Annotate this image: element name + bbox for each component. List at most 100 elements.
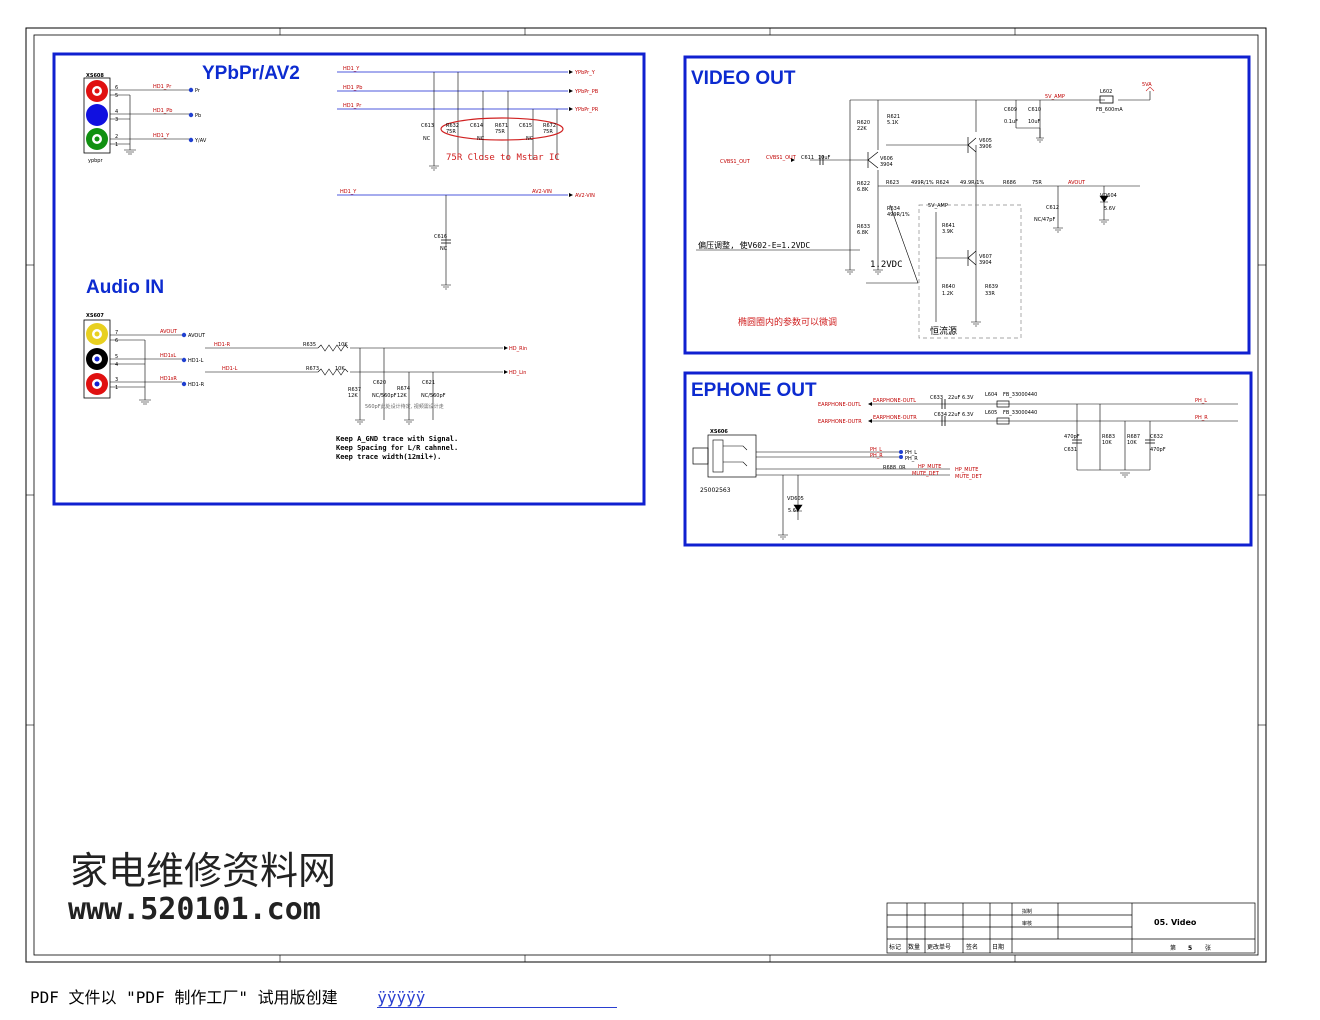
svg-text:6.8K: 6.8K [857, 187, 869, 193]
svg-text:NC: NC [477, 136, 485, 142]
svg-text:HD1_Y: HD1_Y [343, 66, 360, 72]
svg-text:L602: L602 [1100, 89, 1112, 95]
svg-text:22K: 22K [857, 126, 867, 132]
svg-text:L604: L604 [985, 392, 997, 398]
svg-text:C620: C620 [373, 380, 386, 386]
svg-text:3904: 3904 [979, 260, 992, 266]
svg-text:HD_Lin: HD_Lin [509, 370, 526, 376]
drawn-label: 拟制 [1022, 908, 1032, 915]
svg-text:AVOUT: AVOUT [1068, 180, 1086, 186]
svg-text:PH_R: PH_R [1195, 415, 1208, 421]
svg-text:PH_L: PH_L [905, 450, 917, 456]
pdf-footer: PDF 文件以 "PDF 制作工厂" 试用版创建 ÿÿÿÿÿ [30, 984, 618, 1008]
svg-text:HD1_Pb: HD1_Pb [343, 85, 362, 91]
svg-text:HP_MUTE: HP_MUTE [955, 467, 978, 473]
audio-note-2: Keep Spacing for L/R cahnnel. [336, 444, 458, 452]
svg-text:R633: R633 [857, 224, 870, 230]
svg-text:MUTE_DET: MUTE_DET [955, 474, 983, 480]
svg-text:560pF此处设计待定, 视频需设计走: 560pF此处设计待定, 视频需设计走 [365, 403, 444, 410]
svg-text:R623: R623 [886, 180, 899, 186]
svg-text:3.9K: 3.9K [942, 229, 954, 235]
svg-text:3904: 3904 [880, 162, 893, 168]
svg-text:NC: NC [526, 136, 534, 142]
svg-text:C614: C614 [470, 123, 483, 129]
video-out-title: VIDEO OUT [691, 68, 796, 89]
svg-text:4: 4 [115, 362, 118, 368]
svg-text:12K: 12K [348, 393, 358, 399]
frame-ticks [26, 28, 1266, 962]
svg-text:5.6V: 5.6V [1104, 206, 1116, 212]
svg-text:3: 3 [115, 377, 118, 383]
svg-text:V607: V607 [979, 254, 992, 260]
ypbpr-title: YPbPr/AV2 [202, 63, 300, 84]
svg-text:R621: R621 [887, 114, 900, 120]
svg-text:R683: R683 [1102, 434, 1115, 440]
svg-text:33R: 33R [985, 291, 995, 297]
svg-text:数量: 数量 [908, 943, 920, 951]
svg-text:NC/47pF: NC/47pF [1034, 217, 1055, 223]
svg-text:HD1sL: HD1sL [160, 353, 176, 359]
svg-text:C631: C631 [1064, 447, 1077, 453]
footer-link[interactable]: ÿÿÿÿÿ [377, 988, 618, 1008]
audio-note-3: Keep trace width(12mil+). [336, 453, 441, 461]
svg-text:75R: 75R [446, 129, 456, 135]
svg-text:75R: 75R [495, 129, 505, 135]
port-yav: Y/AV [194, 138, 207, 144]
svg-text:YPbPr_Y: YPbPr_Y [574, 70, 596, 76]
svg-text:5: 5 [115, 354, 118, 360]
svg-text:更改单号: 更改单号 [927, 943, 951, 951]
svg-text:R635: R635 [303, 342, 316, 348]
svg-text:75R: 75R [543, 129, 553, 135]
svg-text:YPbPr_PR: YPbPr_PR [574, 107, 599, 113]
svg-text:C632: C632 [1150, 434, 1163, 440]
svg-text:张: 张 [1205, 944, 1211, 952]
svg-text:R688: R688 [883, 465, 896, 471]
svg-text:6.8K: 6.8K [857, 230, 869, 236]
svg-text:6: 6 [115, 338, 118, 344]
svg-text:22uF 6.3V: 22uF 6.3V [948, 395, 974, 401]
svg-text:470pF: 470pF [1064, 434, 1080, 440]
svg-text:标记: 标记 [889, 943, 901, 951]
svg-text:MUTE_DET: MUTE_DET [912, 471, 940, 477]
svg-text:C615: C615 [519, 123, 532, 129]
svg-text:ypbpr: ypbpr [88, 158, 103, 164]
svg-text:7: 7 [115, 330, 118, 336]
svg-text:22uF 6.3V: 22uF 6.3V [948, 412, 974, 418]
svg-text:5: 5 [115, 93, 118, 99]
audio-in-title: Audio IN [86, 277, 164, 298]
mstar-note: 75R Close to Mstar IC [446, 153, 560, 163]
svg-text:XS606: XS606 [710, 429, 728, 435]
svg-text:HD1_Pr: HD1_Pr [153, 84, 172, 90]
svg-text:XS608: XS608 [86, 73, 104, 79]
svg-text:HD1sR: HD1sR [160, 376, 177, 382]
svg-text:PH_R: PH_R [905, 456, 918, 462]
svg-text:HP_MUTE: HP_MUTE [918, 464, 941, 470]
watermark-url: www.520101.com [68, 892, 321, 927]
svg-text:R687: R687 [1127, 434, 1140, 440]
svg-text:XS607: XS607 [86, 313, 104, 319]
ellipse-note: 椭圆圈内的参数可以微调 [738, 316, 837, 328]
svg-text:R674: R674 [397, 386, 410, 392]
svg-text:HD1-L: HD1-L [222, 366, 238, 372]
svg-text:EARPHONE-OUTL: EARPHONE-OUTL [873, 398, 916, 404]
svg-text:V605: V605 [979, 138, 992, 144]
svg-text:第: 第 [1170, 944, 1176, 952]
svg-text:1: 1 [115, 385, 118, 391]
svg-text:V606: V606 [880, 156, 893, 162]
svg-text:6: 6 [115, 85, 118, 91]
svg-text:R639: R639 [985, 284, 998, 290]
svg-text:3: 3 [115, 117, 118, 123]
port-hd1-r: HD1-R [188, 382, 205, 388]
svg-text:NC: NC [440, 246, 448, 252]
svg-text:FB_600mA: FB_600mA [1096, 107, 1123, 113]
svg-text:3906: 3906 [979, 144, 992, 150]
svg-text:R671: R671 [495, 123, 508, 129]
checked-label: 审核 [1022, 920, 1032, 927]
svg-text:HD1_Pb: HD1_Pb [153, 108, 172, 114]
svg-text:VD605: VD605 [787, 496, 804, 502]
footer-text: PDF 文件以 "PDF 制作工厂" 试用版创建 [30, 988, 338, 1007]
svg-text:25002563: 25002563 [700, 487, 731, 494]
svg-text:NC: NC [423, 136, 431, 142]
svg-text:HD1_Y: HD1_Y [153, 133, 170, 139]
